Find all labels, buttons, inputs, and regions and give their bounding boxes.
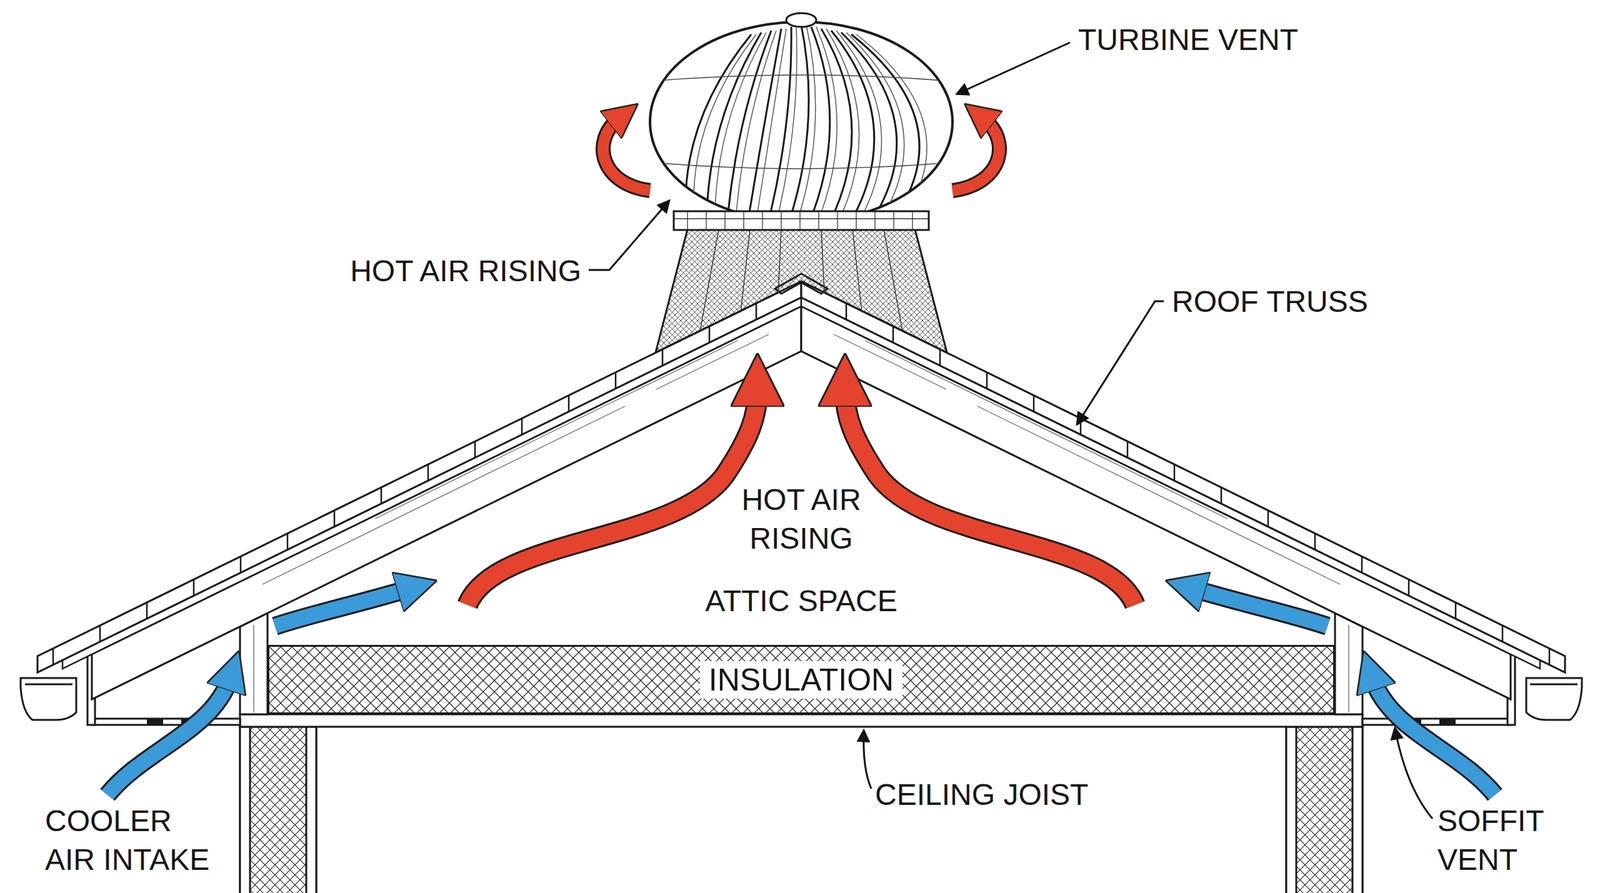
turbine-head bbox=[650, 21, 953, 222]
wall-stud bbox=[306, 726, 317, 893]
shingle-courses bbox=[53, 303, 1550, 665]
turbine-cap bbox=[786, 13, 817, 27]
roof-sheathing bbox=[801, 297, 1540, 669]
vane-shade bbox=[693, 25, 927, 213]
neck-seam bbox=[700, 229, 903, 332]
turbine-vanes bbox=[650, 25, 953, 213]
node-text: INSULATION bbox=[700, 661, 903, 699]
rotation-arrows bbox=[603, 118, 1000, 191]
vent-slot bbox=[146, 718, 164, 725]
hot-air-arrow bbox=[467, 390, 758, 605]
ceiling-joist bbox=[240, 714, 1363, 727]
cool-air-arrow bbox=[1193, 588, 1328, 627]
wall-stud bbox=[240, 726, 250, 893]
roof-shingles bbox=[801, 281, 1565, 673]
gutter bbox=[20, 678, 77, 720]
roof-rafter bbox=[801, 306, 1511, 700]
insulation-band: INSULATION bbox=[267, 645, 1335, 715]
arrow-outline bbox=[275, 588, 410, 627]
hot-air-arrow bbox=[845, 390, 1135, 605]
leader-line bbox=[1395, 728, 1433, 819]
leader-line bbox=[1077, 301, 1164, 424]
arrow-outline bbox=[603, 118, 650, 191]
part-label: CEILING JOIST bbox=[875, 775, 1250, 815]
gutter bbox=[1526, 678, 1582, 720]
hot-air-arrows bbox=[467, 390, 1135, 605]
soffit-vent-slots bbox=[146, 718, 1456, 725]
wood-grain bbox=[253, 625, 1349, 713]
part-label: SOFFIT VENT bbox=[1437, 801, 1582, 880]
arrow-outline bbox=[467, 390, 758, 605]
flow-label: HOT AIR RISING bbox=[720, 480, 883, 559]
arrow-outline bbox=[952, 118, 1000, 191]
arrow-outline bbox=[1372, 678, 1495, 795]
vent-slot bbox=[1439, 718, 1456, 725]
part-label: ROOF TRUSS bbox=[1171, 282, 1522, 322]
wall-stud bbox=[1286, 726, 1297, 893]
flow-label: COOLER AIR INTAKE bbox=[45, 801, 222, 880]
cool-air-arrow bbox=[275, 588, 410, 627]
roof-rafter bbox=[91, 306, 802, 700]
cool-air-arrow bbox=[1372, 678, 1495, 795]
turbine-neck bbox=[655, 229, 947, 353]
cool-air-arrows bbox=[107, 588, 1495, 795]
space-label: ATTIC SPACE bbox=[613, 581, 989, 621]
wall-insulation bbox=[1286, 726, 1363, 893]
hatch-fill bbox=[269, 646, 1334, 713]
arrow-outline bbox=[107, 678, 230, 795]
leader-line bbox=[957, 42, 1070, 94]
vane-band bbox=[650, 75, 953, 169]
wood-grain bbox=[262, 334, 1340, 585]
leader-line bbox=[588, 201, 669, 270]
wall-stud bbox=[1352, 726, 1363, 893]
wall-insulation bbox=[240, 726, 317, 893]
roof-shingles bbox=[37, 281, 802, 673]
flow-label: HOT AIR RISING bbox=[268, 251, 582, 291]
leader-line bbox=[863, 731, 872, 789]
cool-air-arrow bbox=[107, 678, 230, 795]
turbine-vent bbox=[650, 13, 953, 353]
vane-edge bbox=[685, 25, 920, 213]
part-label: TURBINE VENT bbox=[1078, 20, 1429, 60]
arrow-outline bbox=[1193, 588, 1328, 627]
wall-left bbox=[240, 726, 317, 893]
wall-right bbox=[1286, 726, 1363, 893]
turbine-collar bbox=[673, 211, 929, 230]
collar-ribs bbox=[673, 211, 929, 230]
soffit-board bbox=[1362, 718, 1511, 725]
soffit-board bbox=[91, 718, 240, 725]
roof-sheathing bbox=[62, 297, 802, 669]
hot-air-arrow bbox=[952, 118, 1000, 191]
arrow-outline bbox=[845, 390, 1135, 605]
hot-air-arrow bbox=[603, 118, 650, 191]
